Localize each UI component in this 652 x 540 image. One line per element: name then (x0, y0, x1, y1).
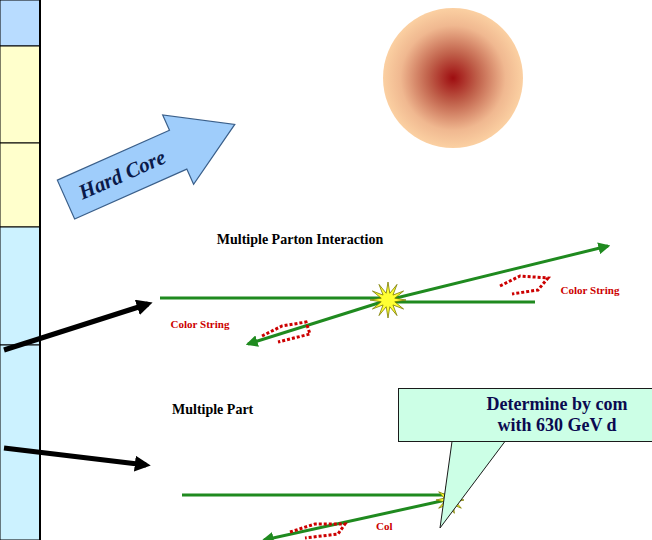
pointer-arrow (4, 304, 148, 350)
block-arrow: Hard Core (50, 90, 250, 235)
parton-line (182, 494, 446, 497)
color-string-label: Color String (561, 284, 620, 296)
pointer-arrow (4, 448, 146, 465)
table-column (0, 0, 40, 540)
figure-heading: Multiple Part (172, 402, 253, 418)
color-string-label: Color String (171, 318, 230, 330)
color-string (500, 276, 548, 294)
collision-star (370, 282, 406, 318)
callout-tail (440, 441, 505, 528)
color-string (290, 524, 345, 538)
figure-heading: Multiple Parton Interaction (217, 232, 383, 248)
parton-arrow (248, 300, 388, 344)
color-string-label: Col (376, 520, 393, 532)
parton-line (388, 301, 535, 304)
hard-core-sphere (383, 8, 523, 148)
callout-box: Determine by com with 630 GeV d (398, 388, 652, 442)
parton-line (160, 297, 388, 300)
parton-arrow (264, 500, 446, 540)
callout-text: Determine by com with 630 GeV d (473, 394, 641, 435)
color-string (262, 322, 310, 342)
